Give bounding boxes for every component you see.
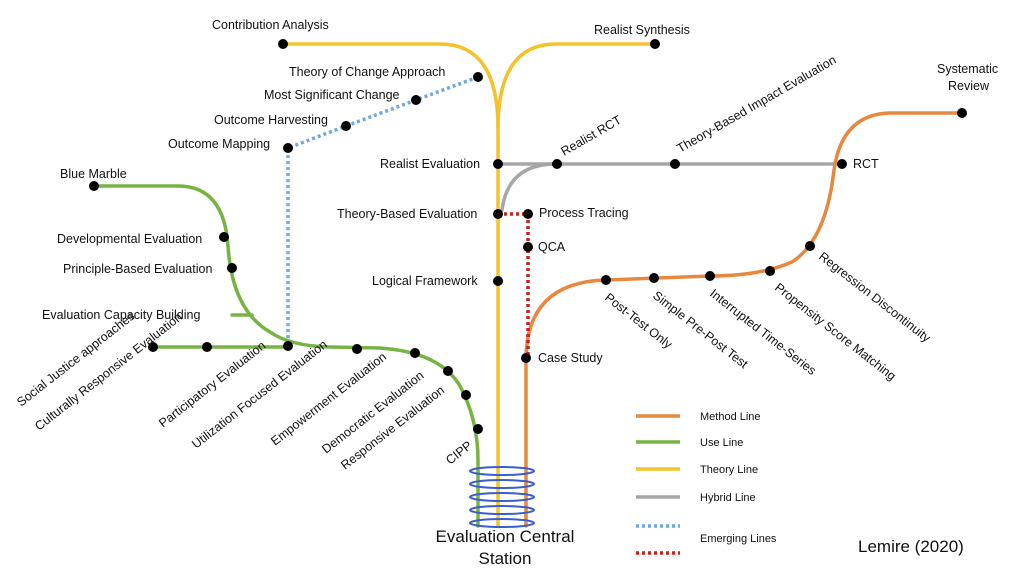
node-realist-rct[interactable]	[552, 159, 562, 169]
node-blue-marble[interactable]	[89, 181, 99, 191]
node-propensity-score[interactable]	[765, 266, 775, 276]
label-theory-based-evaluation: Theory-Based Evaluation	[337, 207, 477, 221]
method-line	[524, 111, 964, 528]
station-ring	[469, 492, 535, 502]
label-logical-framework: Logical Framework	[372, 274, 478, 288]
node-case-study[interactable]	[521, 353, 531, 363]
label-realist-synthesis: Realist Synthesis	[594, 23, 690, 37]
node-regression-discontinuity[interactable]	[805, 241, 815, 251]
node-most-significant-change[interactable]	[411, 95, 421, 105]
legend: Method Line Use Line Theory Line Hybrid …	[636, 411, 777, 555]
theory-line	[281, 42, 657, 528]
label-most-significant-change: Most Significant Change	[264, 88, 400, 102]
node-participatory[interactable]	[283, 341, 293, 351]
label-review: Review	[948, 79, 990, 93]
label-theory-of-change: Theory of Change Approach	[289, 65, 445, 79]
station-title-line1: Evaluation Central	[436, 527, 575, 546]
node-systematic-review[interactable]	[957, 108, 967, 118]
legend-label-emerging: Emerging Lines	[700, 533, 777, 545]
method-line-path	[524, 111, 964, 528]
emerging-red-line	[498, 212, 530, 360]
label-realist-evaluation: Realist Evaluation	[380, 157, 480, 171]
node-rct[interactable]	[837, 159, 847, 169]
station-ring	[469, 479, 535, 489]
legend-label-use: Use Line	[700, 437, 743, 449]
node-process-tracing[interactable]	[523, 209, 533, 219]
node-interrupted-time-series[interactable]	[705, 271, 715, 281]
label-ecb: Evaluation Capacity Building	[42, 308, 200, 322]
station-labels: Contribution Analysis Realist Synthesis …	[14, 18, 998, 472]
hybrid-line-branch	[500, 162, 558, 212]
node-logical-framework[interactable]	[493, 276, 503, 286]
node-cipp[interactable]	[473, 424, 483, 434]
node-theory-based-evaluation[interactable]	[493, 209, 503, 219]
node-democratic[interactable]	[443, 366, 453, 376]
label-systematic: Systematic	[937, 62, 998, 76]
station-ring	[469, 505, 535, 515]
node-theory-of-change[interactable]	[473, 72, 483, 82]
node-social-justice[interactable]	[148, 342, 158, 352]
legend-label-method: Method Line	[700, 411, 761, 423]
station-ring	[469, 518, 535, 528]
label-contribution-analysis: Contribution Analysis	[212, 18, 329, 32]
label-principle-based: Principle-Based Evaluation	[63, 262, 212, 276]
label-qca: QCA	[538, 240, 566, 254]
node-theory-based-impact[interactable]	[670, 159, 680, 169]
label-rct: RCT	[853, 157, 879, 171]
theory-line-realist-synthesis	[496, 42, 657, 130]
legend-label-theory: Theory Line	[700, 464, 758, 476]
node-culturally-responsive[interactable]	[202, 342, 212, 352]
node-outcome-mapping[interactable]	[283, 143, 293, 153]
station-ring	[469, 466, 535, 476]
credit-label: Lemire (2020)	[858, 537, 964, 556]
label-participatory: Participatory Evaluation	[156, 338, 268, 430]
central-station-title: Evaluation Central Station	[436, 527, 575, 568]
node-outcome-harvesting[interactable]	[341, 121, 351, 131]
node-post-test-only[interactable]	[601, 275, 611, 285]
legend-label-hybrid: Hybrid Line	[700, 492, 756, 504]
label-realist-rct: Realist RCT	[559, 113, 625, 159]
hybrid-line	[496, 162, 844, 212]
station-title-line2: Station	[479, 549, 532, 568]
node-qca[interactable]	[523, 242, 533, 252]
node-principle-based[interactable]	[227, 263, 237, 273]
label-outcome-mapping: Outcome Mapping	[168, 137, 270, 151]
label-process-tracing: Process Tracing	[539, 206, 629, 220]
node-developmental-evaluation[interactable]	[219, 232, 229, 242]
label-cipp: CIPP	[443, 438, 475, 467]
node-realist-synthesis[interactable]	[650, 39, 660, 49]
node-realist-evaluation[interactable]	[493, 159, 503, 169]
node-simple-pre-post[interactable]	[649, 273, 659, 283]
node-responsive[interactable]	[461, 390, 471, 400]
label-theory-based-impact: Theory-Based Impact Evaluation	[675, 53, 839, 156]
node-contribution-analysis[interactable]	[278, 39, 288, 49]
label-case-study: Case Study	[538, 351, 603, 365]
label-developmental-evaluation: Developmental Evaluation	[57, 232, 202, 246]
node-utilization-focused[interactable]	[352, 344, 362, 354]
label-blue-marble: Blue Marble	[60, 167, 127, 181]
central-station	[469, 466, 535, 528]
node-empowerment[interactable]	[410, 348, 420, 358]
label-outcome-harvesting: Outcome Harvesting	[214, 113, 328, 127]
station-nodes	[89, 39, 967, 434]
